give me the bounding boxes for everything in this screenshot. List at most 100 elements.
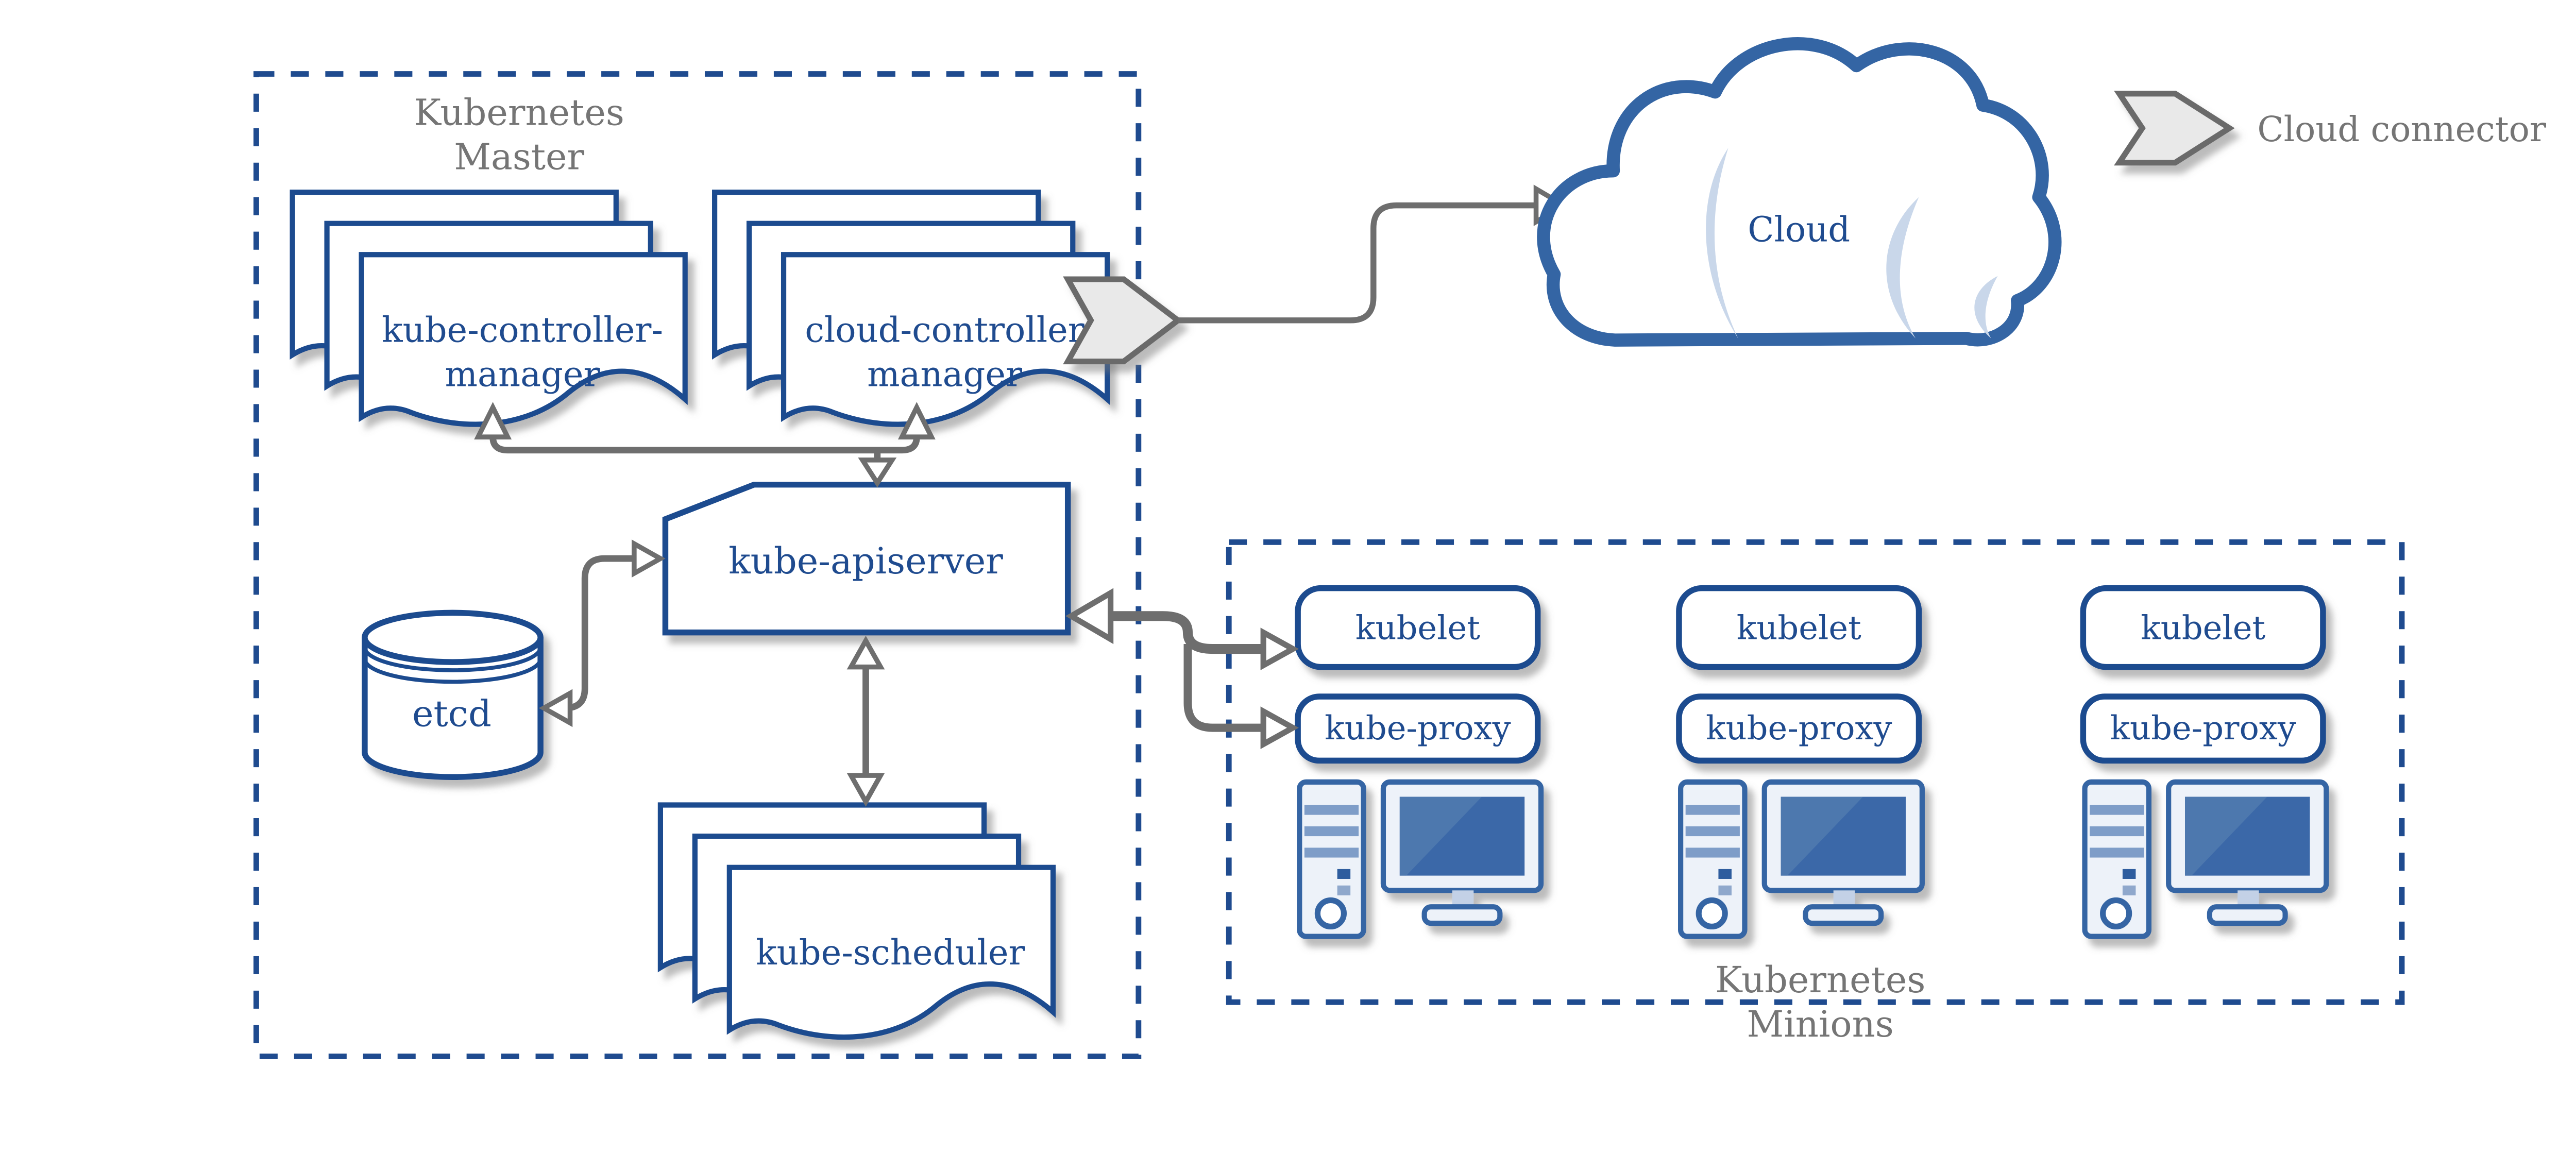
cylinder-body [362,637,544,781]
tower-stripe [2090,805,2144,815]
arrow-apiserver-to-kube-proxy [1183,643,1299,749]
arrowhead-up-icon [474,402,512,439]
cloud-connector-legend-icon [2114,91,2235,166]
arrowhead-up-icon [897,402,936,439]
tower-stripe [1685,805,1740,815]
kubelet-box [1676,585,1922,670]
cylinder-ring-2 [363,658,543,684]
cloud-highlight [1974,276,1998,338]
minions-title-line2: Minions [1747,1003,1894,1045]
kubelet-label: kubelet [2141,609,2265,647]
tower-button [2122,869,2136,879]
minions-group: kubelet kube-proxy [1226,539,2405,1045]
master-title-line2: Master [454,135,584,178]
tower-pc-icon [2082,779,2152,939]
monitor-base [1421,904,1503,926]
cloud-controller-manager-label-line1: cloud-controller [805,310,1084,350]
arrow-chevron-to-cloud [1178,184,1569,324]
tower-button [1718,869,1732,879]
tower-pc-icon [1297,779,1366,939]
arrowhead-left-icon [538,689,573,727]
kubernetes-architecture-diagram: Kubernetes Master kube-controller- manag… [253,37,2546,1059]
kubelet-box [1295,585,1541,670]
kube-proxy-label: kube-proxy [1325,709,1511,748]
tower-power-button-icon [1696,897,1728,930]
cloud-highlight [1706,147,1738,338]
monitor-screen-sheen [1781,796,1863,876]
monitor-stand [1452,890,1474,907]
arrowhead-down-icon [858,457,897,488]
cloud-highlight [1886,197,1919,338]
legend-label: Cloud connector [2257,109,2546,149]
kubelet-label: kubelet [1355,609,1480,647]
minions-boundary [1226,539,2405,1005]
tower-stripe [1685,826,1740,837]
arrow-curve [1178,202,1541,324]
document-stack-icon [290,189,688,427]
arrow-curve [1183,643,1272,732]
kubelet-label: kubelet [1737,609,1861,647]
cloud-connector-chevron-icon [1063,276,1183,365]
legend: Cloud connector [2114,91,2546,166]
kubelet-box-shape [2080,585,2326,670]
arrow-apiserver-etcd [538,539,666,727]
arrowhead-down-icon [846,773,885,807]
arrow-curve [1087,611,1272,654]
kube-controller-manager-label-line2: manager [445,354,600,394]
tower-button [1337,885,1351,895]
database-cylinder-icon [362,609,544,781]
tower-stripe [1304,826,1359,837]
tower-power-button-icon [1314,897,1347,930]
tower-button [1337,869,1351,879]
minion-column: kubelet kube-proxy [1295,585,1544,939]
kube-proxy-box-shape [1295,693,1541,764]
node-kube-controller-manager: kube-controller- manager [290,189,688,427]
tower-stripe [1685,847,1740,858]
monitor-stand [1833,890,1855,907]
tower-button [2122,885,2136,895]
etcd-label: etcd [412,692,492,735]
monitor-screen-sheen [1399,796,1482,876]
arrow-controllers-to-apiserver [474,402,936,488]
arrowhead-up-icon [846,635,885,670]
arrowhead-right-icon [632,539,666,578]
tower-pc-icon [1678,779,1748,939]
cloud-node: Cloud [1537,37,2062,347]
arrowhead-right-icon [1260,706,1299,749]
node-kube-apiserver: kube-apiserver [662,481,1071,636]
master-group: Kubernetes Master kube-controller- manag… [253,71,1142,1059]
tower-stripe [2090,847,2144,858]
computer-icon [1297,779,1544,939]
arrow-bar [489,436,920,454]
master-title-line1: Kubernetes [414,91,624,133]
kube-apiserver-label: kube-apiserver [728,540,1003,582]
node-etcd: etcd [362,609,544,781]
tower-button [1718,885,1732,895]
diagram-canvas: Kubernetes Master kube-controller- manag… [253,37,2546,1059]
monitor-stand [2238,890,2259,907]
kube-proxy-label: kube-proxy [1706,709,1892,748]
document-stack-icon [657,802,1056,1040]
stack-card-front [726,864,1056,1040]
monitor-base [1803,904,1884,926]
arrow-apiserver-to-kubelet [1065,588,1299,670]
kube-scheduler-label: kube-scheduler [756,932,1025,973]
monitor-screen-sheen [2185,796,2267,876]
computer-icon [2082,779,2329,939]
kube-proxy-box-shape [2080,693,2326,764]
kubelet-box [2080,585,2326,670]
tower-stripe [1304,805,1359,815]
apiserver-card-shape [662,481,1071,636]
node-kube-scheduler: kube-scheduler [657,802,1056,1040]
stack-card-front [781,252,1110,427]
kube-proxy-box [1295,693,1541,764]
computer-icon [1678,779,1925,939]
arrowhead-right-icon [1260,628,1299,670]
minion-column: kubelet kube-proxy [2080,585,2329,939]
cylinder-ring-1 [363,647,543,672]
arrow-apiserver-scheduler [846,635,885,807]
kube-controller-manager-label-line1: kube-controller- [382,310,663,350]
minion-column: kubelet kube-proxy [1676,585,1925,939]
arrow-curve [565,555,634,711]
arrowhead-left-icon [1065,588,1114,645]
